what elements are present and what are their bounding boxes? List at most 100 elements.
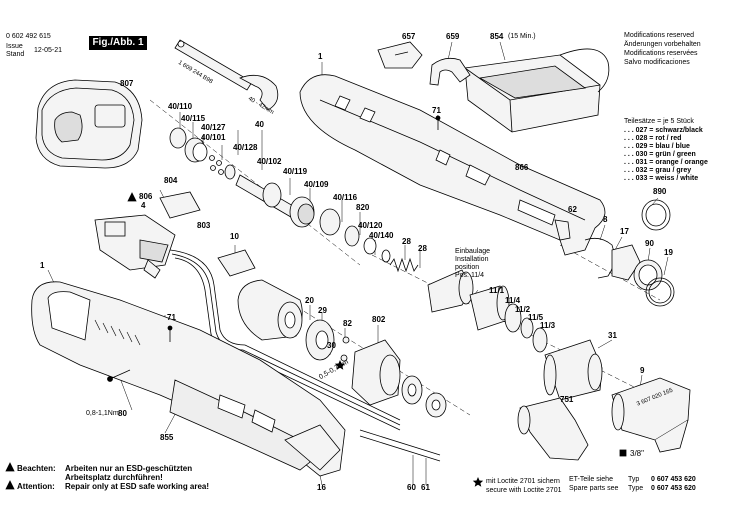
callout-29: 29	[318, 306, 327, 315]
modifications-line-4: Salvo modificaciones	[624, 59, 690, 66]
installation-line-2: Installation	[455, 256, 489, 263]
battery-pack-807	[35, 79, 143, 169]
service-wrench	[174, 39, 279, 111]
callout-20: 20	[305, 296, 314, 305]
color-code-032: . . . 032 = grau / grey	[624, 167, 692, 174]
callout-61: 61	[421, 483, 430, 492]
belt-clip-659	[429, 57, 471, 86]
bits-60-61	[359, 429, 441, 462]
callout-855: 855	[160, 433, 174, 442]
callout-854: 854	[490, 32, 504, 41]
holder-657	[377, 41, 423, 69]
color-code-030: . . . 030 = grün / green	[624, 151, 696, 158]
warning-de-line-2: Arbeitsplatz durchführen!	[65, 473, 163, 482]
callout-40-109: 40/109	[304, 180, 329, 189]
callout-8: 8	[603, 215, 608, 224]
callout-40-101: 40/101	[201, 133, 226, 142]
callout-890: 890	[653, 187, 667, 196]
torque-value-80: 0,8-1,1Nm	[86, 410, 119, 417]
issue-label: Issue	[6, 43, 23, 50]
callout-751: 751	[560, 395, 574, 404]
charger-854	[464, 48, 610, 133]
esd-warning-icons	[5, 192, 137, 490]
color-code-033: . . . 033 = weiss / white	[624, 175, 699, 182]
callout-40-116: 40/116	[333, 193, 358, 202]
electronics-module-806	[94, 214, 176, 279]
callout-657: 657	[402, 32, 416, 41]
spare-label: Spare parts see	[569, 485, 619, 492]
loctite-de: mit Loctite 2701 sichern	[486, 478, 560, 485]
rings-set	[584, 199, 675, 307]
loctite-star-icons	[334, 360, 484, 487]
issue-date: 12-05-21	[34, 47, 63, 54]
callout-71-lower: 71	[167, 313, 176, 322]
callout-1-upper: 1	[318, 52, 323, 61]
angle-head-751	[517, 397, 589, 461]
callout-807: 807	[120, 79, 134, 88]
callout-90: 90	[645, 239, 654, 248]
callout-804: 804	[164, 176, 178, 185]
callout-40-115: 40/115	[181, 114, 206, 123]
warning-en-text: Repair only at ESD safe working area!	[65, 482, 210, 491]
callout-820: 820	[356, 203, 370, 212]
callout-803: 803	[197, 221, 211, 230]
modifications-line-2: Änderungen vorbehalten	[624, 41, 701, 48]
callout-866: 866	[515, 163, 529, 172]
warning-de-title: Beachten:	[17, 464, 56, 473]
callout-4: 4	[141, 201, 146, 210]
callout-40-120: 40/120	[358, 221, 383, 230]
gear-housing-802	[340, 336, 447, 418]
clutch-assembly-11	[427, 269, 548, 353]
callout-17: 17	[620, 227, 629, 236]
callout-40-140: 40/140	[369, 231, 394, 240]
type-label-de: Typ	[628, 476, 640, 483]
flange-29	[305, 319, 335, 361]
callout-19: 19	[664, 248, 673, 257]
sets-title: Teilesätze = je 5 Stück	[624, 118, 694, 125]
stand-label: Stand	[6, 51, 25, 58]
callout-11-2: 11/2	[515, 305, 531, 314]
warning-en-title: Attention:	[17, 482, 55, 491]
housing-half-upper	[299, 74, 606, 256]
callout-40-127: 40/127	[201, 123, 226, 132]
callout-11-5: 11/5	[528, 313, 544, 322]
callout-11-4: 11/4	[505, 296, 521, 305]
installation-line-4: Pos. 11/4	[455, 272, 485, 279]
callout-9: 9	[640, 366, 645, 375]
color-code-027: . . . 027 = schwarz/black	[624, 127, 703, 134]
callout-40-102: 40/102	[257, 157, 282, 166]
callout-28-left: 28	[402, 237, 411, 246]
callout-80: 80	[118, 409, 127, 418]
type-label-en: Type	[628, 485, 644, 492]
screw-71	[167, 115, 441, 342]
callout-10: 10	[230, 232, 239, 241]
drive-size: 3/8"	[630, 449, 644, 458]
callout-659: 659	[446, 32, 460, 41]
callout-62: 62	[568, 205, 577, 214]
modifications-line-3: Modifications reservées	[624, 50, 698, 57]
part-number: 0 602 492 615	[6, 33, 51, 40]
gear-head-31	[543, 339, 603, 401]
callout-11-3: 11/3	[540, 321, 556, 330]
callout-11-1: 11/1	[489, 286, 505, 295]
type-number-de: 0 607 453 620	[651, 476, 696, 483]
screw-80	[107, 369, 131, 382]
callout-82: 82	[343, 319, 352, 328]
angle-head-9	[611, 377, 691, 453]
square-drive-icon	[619, 449, 627, 457]
gear-assembly-40	[169, 127, 391, 263]
callout-28-right: 28	[418, 244, 427, 253]
warning-de-line-1: Arbeiten nur an ESD-geschützten	[65, 464, 193, 473]
figure-label: Fig./Abb. 1	[89, 36, 147, 50]
modifications-line-1: Modifications reserved	[624, 32, 695, 39]
callout-60: 60	[407, 483, 416, 492]
insulation-10	[217, 249, 256, 277]
callout-16: 16	[317, 483, 326, 492]
installation-line-1: Einbaulage	[455, 248, 491, 255]
callout-71-upper: 71	[432, 106, 441, 115]
type-number-en: 0 607 453 620	[651, 485, 696, 492]
callout-40: 40	[255, 120, 264, 129]
spring-28	[389, 257, 419, 273]
